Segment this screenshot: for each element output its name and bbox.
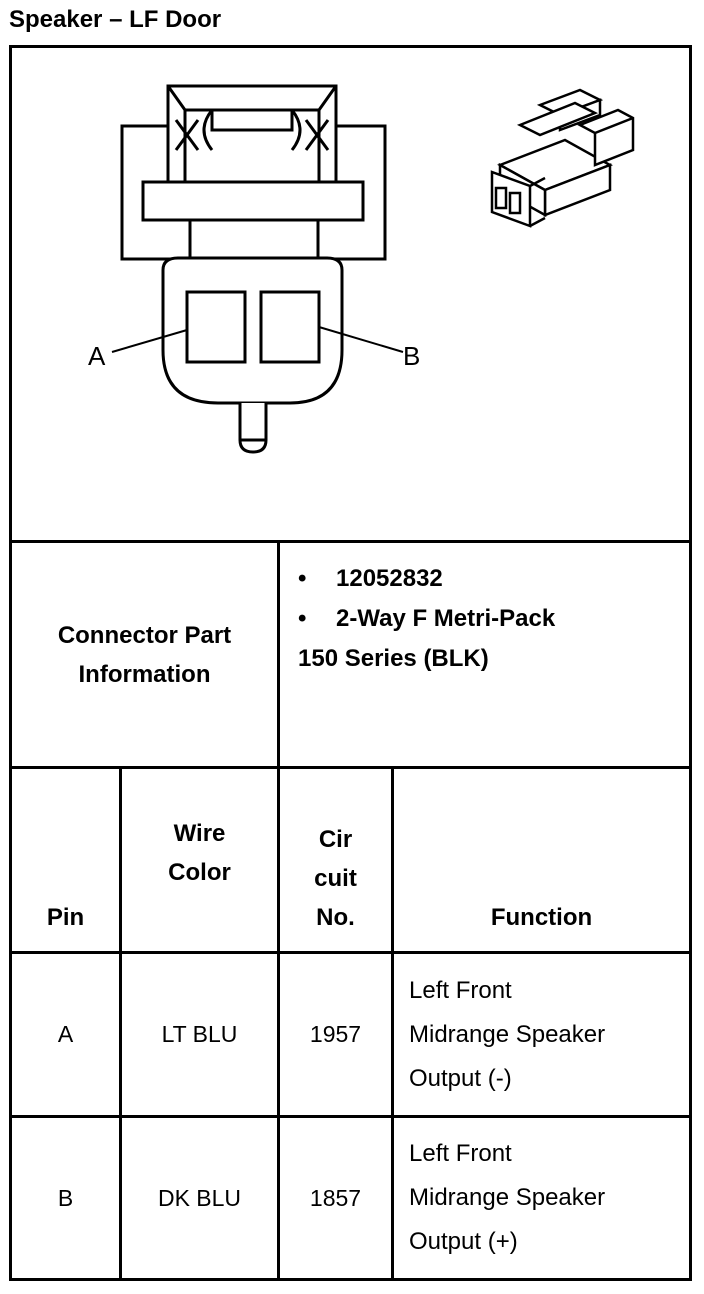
divider-wire-col <box>277 766 280 1281</box>
divider-circuit-col <box>391 766 394 1281</box>
divider-header <box>9 951 692 954</box>
connector-series: 150 Series (BLK) <box>298 645 489 672</box>
bullet-icon: • <box>298 565 307 592</box>
row-a-circuit: 1957 <box>309 1021 362 1047</box>
part-number-item: • 12052832 <box>298 559 555 599</box>
connector-diagram: A B <box>88 84 635 454</box>
connector-iso-icon <box>490 88 635 228</box>
connector-info-label-line2: Information <box>78 660 211 688</box>
header-pin: Pin <box>12 769 119 951</box>
header-pin-label: Pin <box>46 904 85 931</box>
page-title: Speaker – LF Door <box>9 6 222 33</box>
connector-info-label: Connector Part Information <box>12 543 277 766</box>
row-b-circuit: 1857 <box>309 1184 362 1211</box>
row-a-function-line1: Left Front <box>409 976 512 1004</box>
bullet-icon: • <box>298 605 307 632</box>
header-circuit-line1: Cir <box>318 826 353 853</box>
row-a-function-line2: Midrange Speaker <box>409 1020 606 1048</box>
divider-row <box>9 1115 692 1118</box>
divider-diagram <box>9 540 692 543</box>
connector-table-frame <box>9 45 692 1281</box>
divider-connector-info <box>277 540 280 768</box>
row-b-wire-color: DK BLU <box>157 1184 242 1211</box>
connector-info-values: • 12052832 • 2-Way F Metri-Pack 150 Series… <box>298 559 555 679</box>
row-b-function-line3: Output (+) <box>409 1228 518 1255</box>
divider-info <box>9 766 692 769</box>
connector-face-drawing <box>120 84 387 454</box>
row-a-wire-color: LT BLU <box>161 1021 238 1047</box>
header-wire-color-line2: Color <box>168 859 231 886</box>
row-b-function-line1: Left Front <box>409 1140 512 1167</box>
part-number: 12052832 <box>336 565 443 592</box>
header-circuit-line3: No. <box>316 904 355 931</box>
pin-leader-lines <box>111 326 404 353</box>
divider-pin-col <box>119 766 122 1281</box>
header-wire-color: Wire Color <box>122 769 277 951</box>
pin-b-label: B <box>403 341 420 371</box>
row-a-function-line3: Output (-) <box>409 1064 512 1092</box>
header-function-label: Function <box>490 904 593 931</box>
row-b-function: Left Front Midrange Speaker Output (+) <box>409 1118 689 1278</box>
connector-info-label-line1: Connector Part <box>57 621 232 649</box>
row-b-pin: B <box>57 1184 74 1211</box>
header-wire-color-line1: Wire <box>173 820 226 847</box>
description-item: • 2-Way F Metri-Pack <box>298 599 555 639</box>
row-a-pin: A <box>57 1021 74 1047</box>
header-circuit-line2: cuit <box>314 865 357 892</box>
pin-a-label: A <box>88 341 106 371</box>
row-b-function-line2: Midrange Speaker <box>409 1184 606 1211</box>
connector-description: 2-Way F Metri-Pack <box>336 605 556 632</box>
header-circuit: Cir cuit No. <box>280 769 391 951</box>
header-function: Function <box>394 769 689 951</box>
row-a-function: Left Front Midrange Speaker Output (-) <box>409 954 689 1115</box>
